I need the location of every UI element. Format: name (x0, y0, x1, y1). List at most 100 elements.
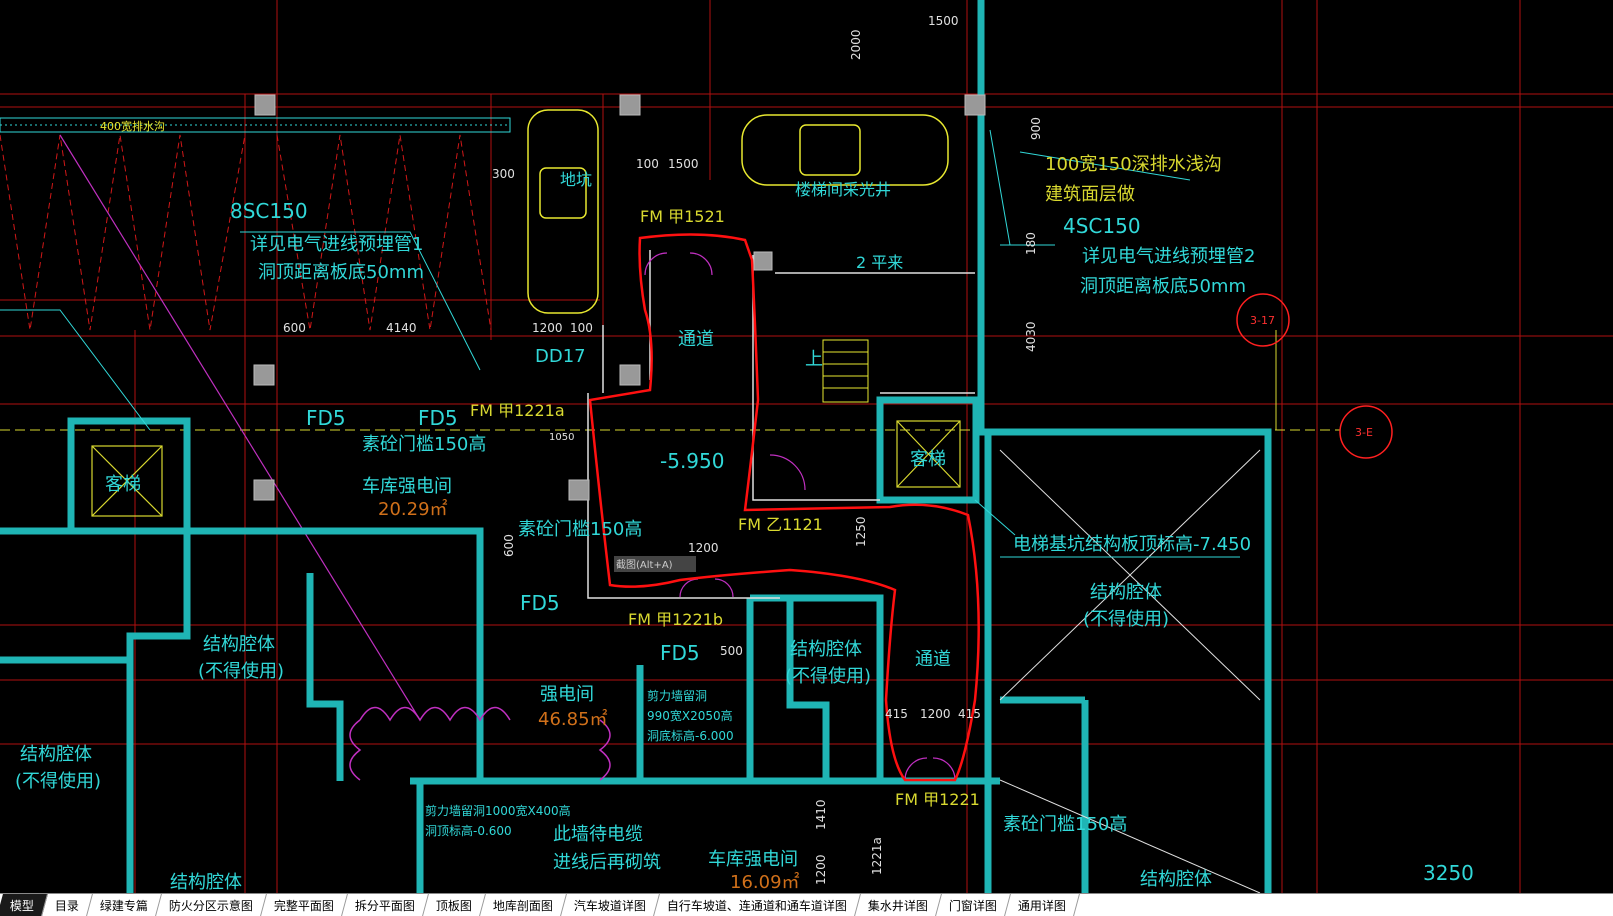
label-sill150a: 素砼门槛150高 (362, 434, 486, 455)
label-4sc150: 4SC150 (1063, 214, 1141, 238)
void-crosses (999, 449, 1261, 893)
tab-catalog[interactable]: 目录 (42, 894, 93, 916)
dim-1500b: 1500 (668, 157, 699, 171)
dim-900: 900 (1029, 117, 1043, 140)
tab-general-details[interactable]: 通用详图 (1005, 894, 1081, 916)
layout-tab-bar: 模型 目录 绿建专篇 防火分区示意图 完整平面图 拆分平面图 顶板图 地库剖面图… (0, 893, 1613, 916)
dim-1200b: 1200 (688, 541, 719, 555)
label-pipe1: 详见电气进线预埋管1 (250, 234, 423, 255)
label-elevator-right: 客梯 (910, 449, 946, 470)
car-outlines (527, 109, 949, 314)
label-struct1b: (不得使用) (1083, 609, 1169, 630)
dim-1250: 1250 (854, 516, 868, 547)
label-8sc150: 8SC150 (230, 199, 308, 223)
stair (822, 339, 869, 403)
axis-bubble-317 (1236, 293, 1290, 347)
label-struct2b: (不得使用) (198, 661, 284, 682)
dim-415b: 415 (958, 707, 981, 721)
label-hole2: 剪力墙留洞1000宽X400高 (425, 803, 571, 818)
revision-cloud (349, 706, 611, 781)
tab-car-ramp[interactable]: 汽车坡道详图 (561, 894, 661, 916)
label-elevation: -5.950 (660, 449, 724, 473)
label-area3: 16.09㎡ (730, 871, 800, 893)
label-cable2: 进线后再砌筑 (553, 852, 661, 873)
label-garage-room2: 车库强电间 (708, 849, 798, 870)
tab-roof-plan[interactable]: 顶板图 (423, 894, 487, 916)
tab-split-plan[interactable]: 拆分平面图 (342, 894, 430, 916)
label-struct4: 结构腔体 (20, 744, 92, 765)
dim-1050: 1050 (549, 432, 574, 443)
section-line (59, 134, 421, 721)
dim-4140: 4140 (386, 321, 417, 335)
label-hole1b: 990宽X2050高 (647, 708, 733, 723)
label-fd5c: FD5 (520, 591, 560, 615)
partition-walls (587, 250, 975, 599)
cad-drawing-canvas[interactable]: 100宽150深排水浅沟 建筑面层做 FM 甲1521 FM 甲1221a FM… (0, 0, 1613, 893)
label-struct2: 结构腔体 (203, 634, 275, 655)
elevators (91, 420, 961, 517)
tab-green-building[interactable]: 绿建专篇 (87, 894, 162, 916)
tab-full-plan[interactable]: 完整平面图 (261, 894, 349, 916)
label-struct4b: (不得使用) (15, 771, 101, 792)
label-pit: 电梯基坑结构板顶标高-7.450 (1013, 534, 1251, 555)
leader-lines (0, 129, 1240, 558)
walls (0, 0, 1272, 893)
label-sill150c: 素砼门槛150高 (1003, 814, 1127, 835)
dim-2000: 2000 (849, 29, 863, 60)
column-markers (253, 94, 986, 501)
tab-fire-zones[interactable]: 防火分区示意图 (156, 894, 268, 916)
cad-plan-svg[interactable]: 100宽150深排水浅沟 建筑面层做 FM 甲1521 FM 甲1221a FM… (0, 0, 1613, 893)
axis-bubble-3E (1339, 405, 1393, 459)
dim-600b: 600 (502, 534, 516, 557)
label-area1: 20.29㎡ (378, 498, 448, 520)
label-pipe2-height: 洞顶距离板底50mm (1080, 276, 1246, 297)
label-struct1: 结构腔体 (1090, 582, 1162, 603)
label-fm1221d: 1221a (870, 837, 884, 875)
axis-label-317: 3-17 (1250, 314, 1275, 327)
dim-1200d: 1200 (814, 854, 828, 885)
dim-300: 300 (492, 167, 515, 181)
label-lightwell: 楼梯间采光井 (795, 180, 891, 199)
tab-model[interactable]: 模型 (0, 894, 48, 916)
label-hole1: 剪力墙留洞 (647, 688, 707, 703)
label-strong-room: 强电间 (540, 684, 594, 705)
label-up: 上 (805, 349, 823, 370)
label-struct3b: (不得使用) (785, 666, 871, 687)
dim-4030: 4030 (1024, 321, 1038, 352)
label-fd5b: FD5 (418, 406, 458, 430)
tab-sump-pit[interactable]: 集水井详图 (855, 894, 943, 916)
label-elevator-left: 客梯 (105, 474, 141, 495)
label-flat2: 2 平来 (856, 253, 903, 272)
dim-1200a: 1200 (532, 321, 563, 335)
label-surface: 建筑面层做 (1045, 184, 1135, 205)
label-fd5d: FD5 (660, 641, 700, 665)
label-struct6: 结构腔体 (170, 872, 242, 893)
label-trench400: 400宽排水沟 (100, 119, 165, 133)
label-struct3: 结构腔体 (790, 639, 862, 660)
markup-route (588, 233, 980, 782)
label-sill150b: 素砼门槛150高 (518, 519, 642, 540)
label-fd5a: FD5 (306, 406, 346, 430)
tab-bike-ramp[interactable]: 自行车坡道、连通道和通车道详图 (654, 894, 862, 916)
label-area2: 46.85㎡ (538, 708, 608, 730)
label-passage2: 通道 (915, 649, 951, 670)
label-dd17: DD17 (535, 346, 586, 367)
trench-400 (0, 117, 511, 133)
dim-500: 500 (720, 644, 743, 658)
doors (644, 252, 956, 781)
dim-1200c: 1200 (920, 707, 951, 721)
label-pipe2: 详见电气进线预埋管2 (1082, 246, 1255, 267)
label-hole2b: 洞顶标高-0.600 (425, 823, 512, 838)
dim-100: 100 (636, 157, 659, 171)
dim-600: 600 (283, 321, 306, 335)
dim-415a: 415 (885, 707, 908, 721)
tab-doors-windows[interactable]: 门窗详图 (936, 894, 1012, 916)
label-fm1521: FM 甲1521 (640, 207, 725, 226)
grid-lines (0, 0, 1613, 893)
dim-100b: 100 (570, 321, 593, 335)
axis-label-3E: 3-E (1355, 426, 1373, 439)
dim-180: 180 (1024, 232, 1038, 255)
label-passage1: 通道 (678, 329, 714, 350)
label-cable: 此墙待电缆 (553, 824, 643, 845)
tab-basement-section[interactable]: 地库剖面图 (480, 894, 568, 916)
